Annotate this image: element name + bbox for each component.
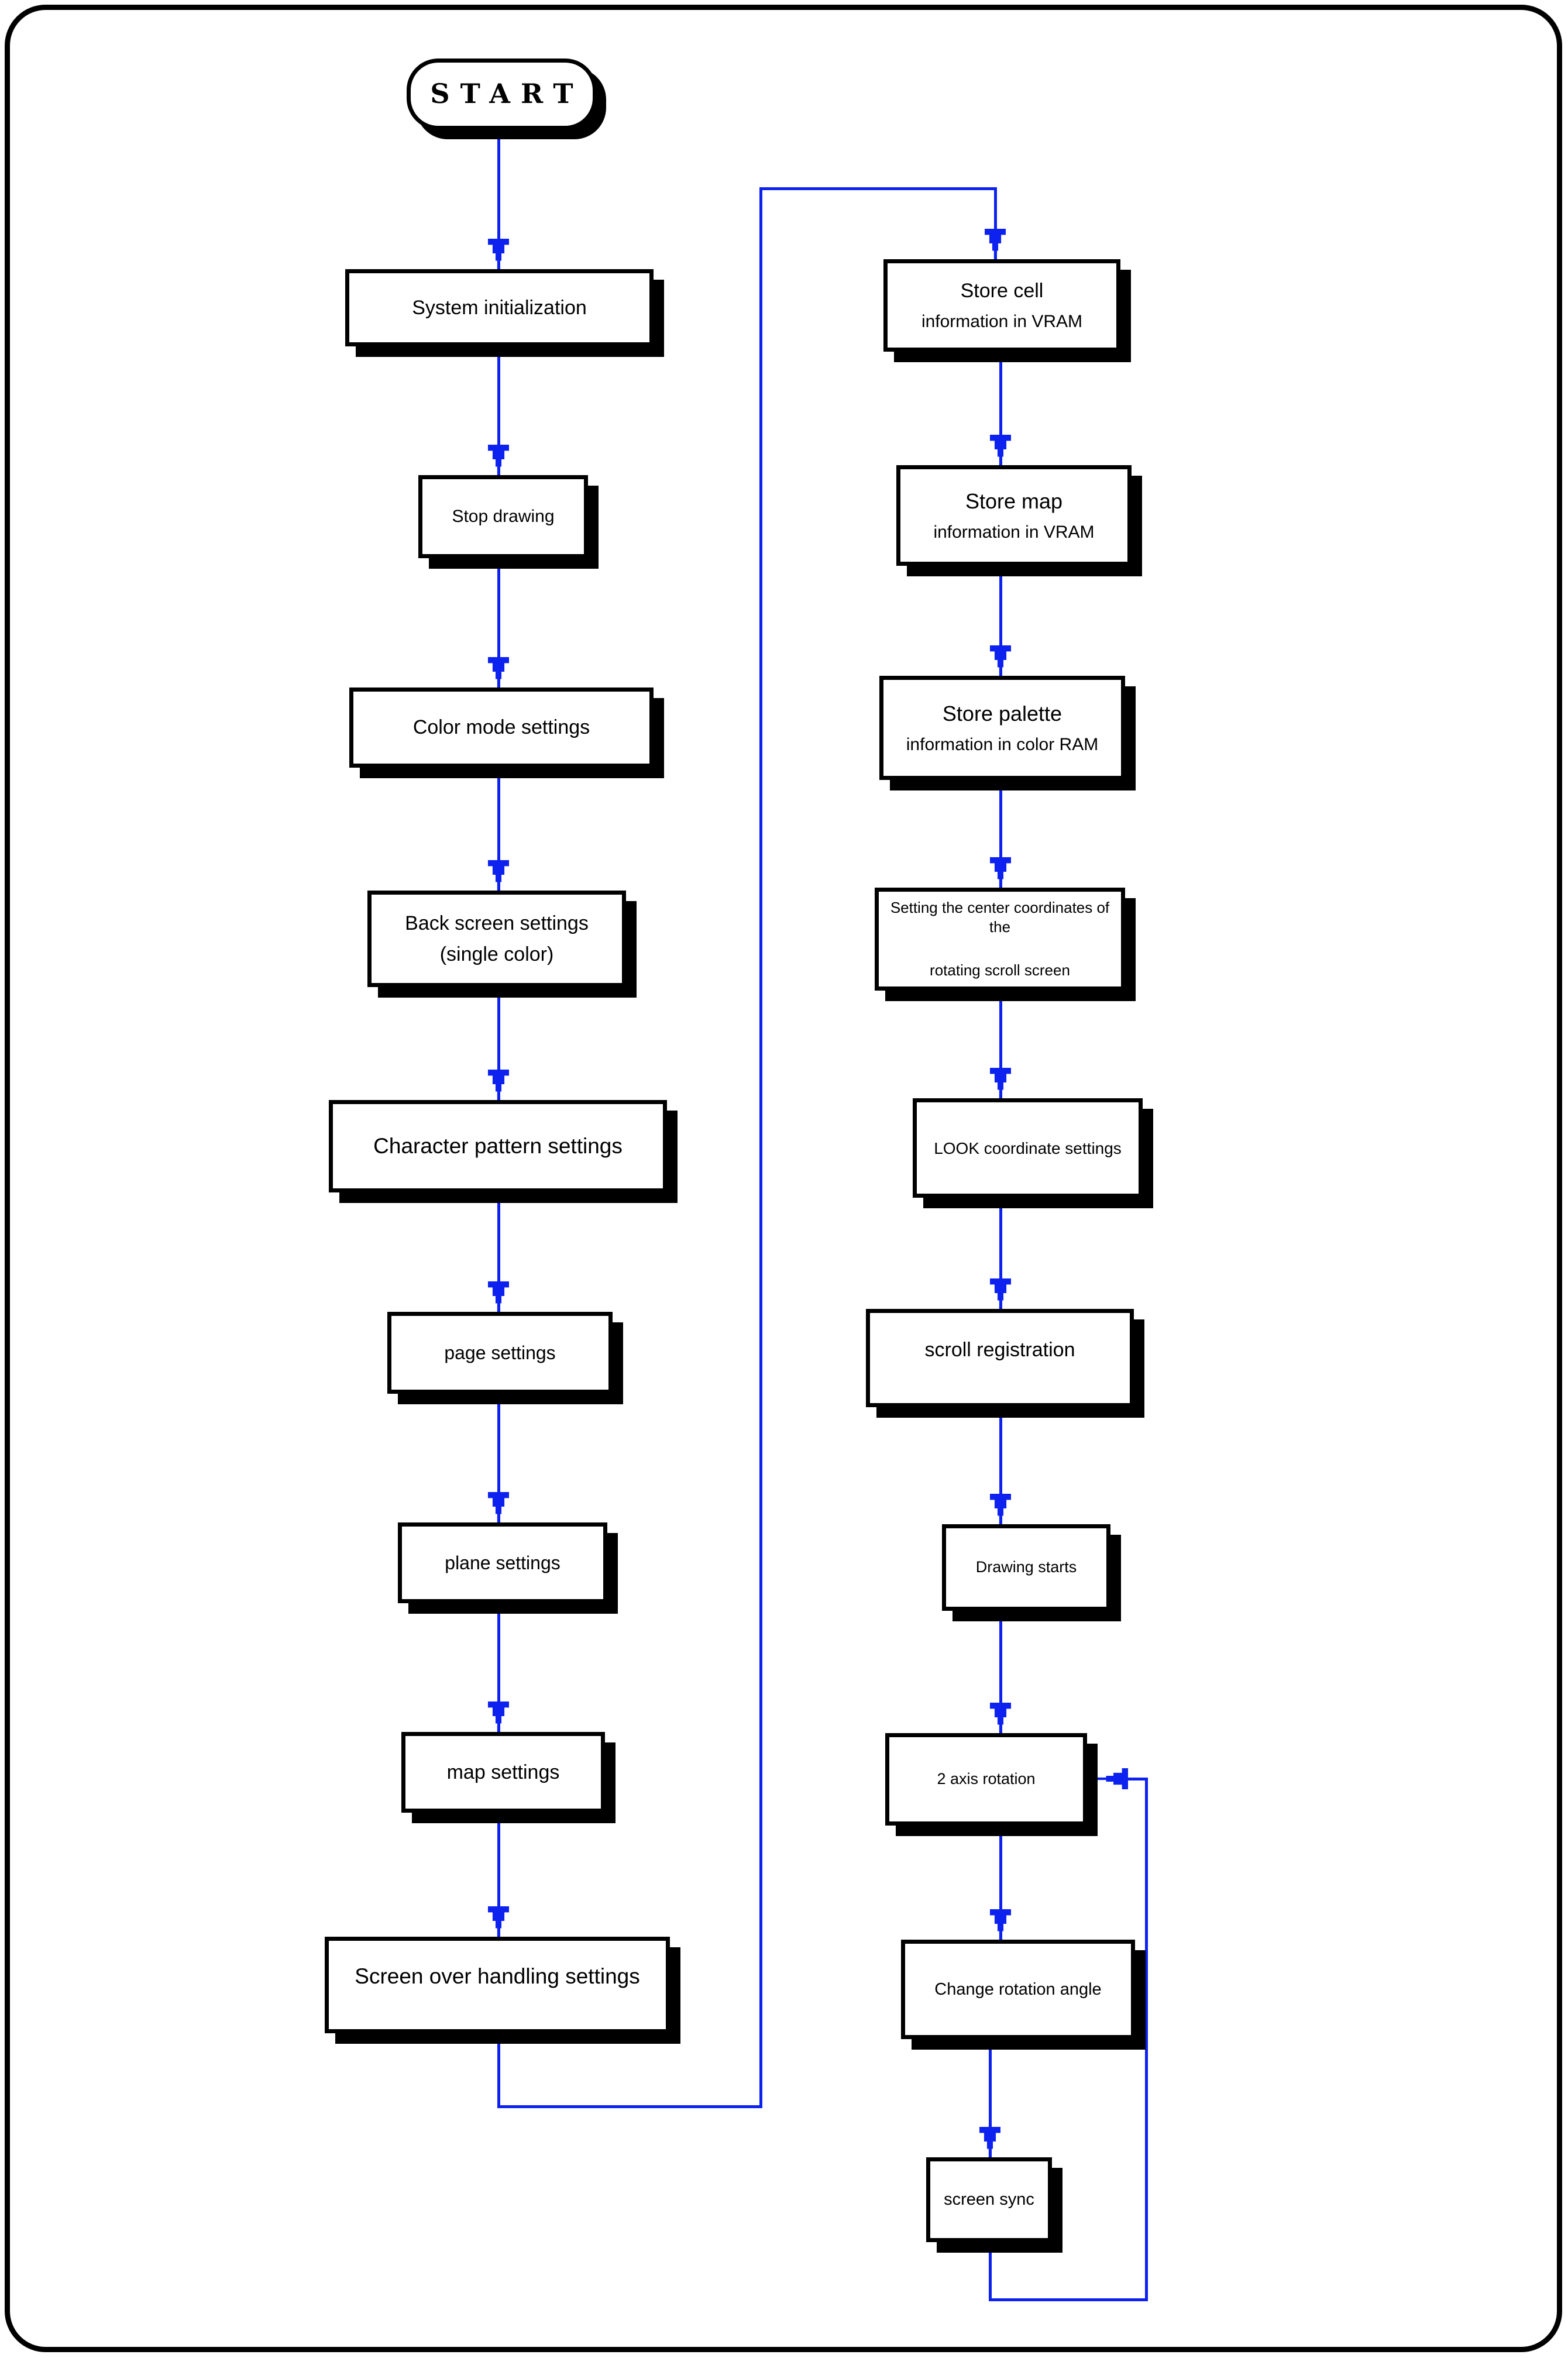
node-scroll-registration: scroll registration (866, 1309, 1134, 1407)
connector-loop-vertical-up (1145, 1778, 1148, 2301)
node-plane-settings: plane settings (398, 1522, 607, 1603)
connector-center-coordinates-to-look (999, 989, 1002, 1100)
node-change-rotation-angle: Change rotation angle (901, 1940, 1135, 2039)
connector-stop-drawing-to-color-mode (497, 557, 500, 689)
node-label-line2: (single color) (439, 943, 554, 965)
node-look-coordinate-settings: LOOK coordinate settings (913, 1098, 1143, 1198)
node-label: Color mode settings (412, 716, 590, 739)
node-setting-center-coordinates: Setting the center coordinates of the ro… (875, 888, 1125, 991)
connector-page-settings-to-plane-settings (497, 1393, 500, 1524)
node-store-map: Store map information in VRAM (896, 465, 1132, 566)
node-screen-sync: screen sync (926, 2157, 1052, 2242)
node-screen-over-handling-settings: Screen over handling settings (325, 1937, 670, 2033)
node-label: plane settings (445, 1552, 561, 1573)
node-map-settings: map settings (401, 1732, 605, 1813)
node-label: Drawing starts (975, 1558, 1077, 1576)
connector-drawing-starts-to-axis-rotation (999, 1609, 1002, 1735)
connector-loop-bottom-horizontal (989, 2298, 1148, 2301)
connector-bottom-horizontal (497, 2105, 762, 2108)
node-label: screen sync (944, 2190, 1034, 2209)
node-start-label: START (430, 78, 584, 110)
node-label: 2 axis rotation (937, 1770, 1036, 1788)
node-label: LOOK coordinate settings (934, 1139, 1122, 1157)
node-label-line2: information in VRAM (933, 522, 1095, 542)
connector-character-pattern-to-page-settings (497, 1191, 500, 1314)
node-back-screen-settings: Back screen settings (single color) (367, 891, 626, 987)
node-label: page settings (444, 1342, 556, 1363)
connector-look-to-scroll-registration (999, 1196, 1002, 1311)
connector-change-angle-to-screen-sync (989, 2037, 992, 2159)
node-label-line2: information in color RAM (906, 734, 1099, 754)
connector-screen-sync-exit-down (989, 2240, 992, 2301)
node-label-line1: Store cell (960, 280, 1044, 302)
connector-system-initialization-to-stop-drawing (497, 345, 500, 477)
node-label: Change rotation angle (934, 1979, 1102, 1999)
connector-screen-over-exit-down (497, 2032, 500, 2108)
node-page-settings: page settings (387, 1312, 613, 1394)
connector-store-cell-to-store-map (999, 350, 1002, 467)
connector-store-map-to-store-palette (999, 563, 1002, 678)
connector-back-screen-to-character-pattern (497, 986, 500, 1102)
connector-map-settings-to-screen-over (497, 1812, 500, 1939)
node-label-line1: Setting the center coordinates of the (890, 899, 1110, 936)
node-label: scroll registration (924, 1339, 1075, 1361)
node-color-mode-settings: Color mode settings (349, 688, 654, 768)
node-label-line1: Back screen settings (405, 912, 589, 934)
node-label: Screen over handling settings (355, 1964, 640, 1988)
node-label-line1: Store palette (942, 701, 1062, 726)
node-store-palette: Store palette information in color RAM (879, 676, 1125, 780)
node-start: START (407, 59, 597, 130)
page-border-frame (5, 5, 1562, 2352)
node-store-cell: Store cell information in VRAM (883, 259, 1120, 352)
connector-store-palette-to-center-coordinates (999, 778, 1002, 889)
connector-top-horizontal (759, 187, 997, 190)
connector-plane-settings-to-map-settings (497, 1602, 500, 1734)
node-label: map settings (446, 1761, 560, 1783)
node-label-line2: information in VRAM (921, 311, 1083, 331)
node-label: Stop drawing (452, 507, 555, 527)
node-label-line2: rotating scroll screen (930, 961, 1070, 979)
connector-axis-rotation-to-change-angle (999, 1824, 1002, 1941)
node-label-line1: Store map (965, 489, 1063, 513)
node-stop-drawing: Stop drawing (418, 475, 588, 558)
connector-scroll-registration-to-drawing-starts (999, 1405, 1002, 1526)
connector-color-mode-to-back-screen (497, 766, 500, 892)
node-drawing-starts: Drawing starts (942, 1524, 1110, 1611)
node-character-pattern-settings: Character pattern settings (329, 1100, 667, 1192)
node-system-initialization: System initialization (345, 269, 654, 346)
node-label: Character pattern settings (373, 1133, 623, 1158)
node-two-axis-rotation: 2 axis rotation (885, 1733, 1087, 1826)
connector-start-to-system-initialization (497, 130, 500, 270)
connector-loop-into-axis-rotation (1117, 1778, 1148, 1780)
connector-middle-vertical-up (759, 187, 762, 2108)
connector-into-store-cell (994, 187, 997, 259)
node-label: System initialization (412, 296, 587, 319)
